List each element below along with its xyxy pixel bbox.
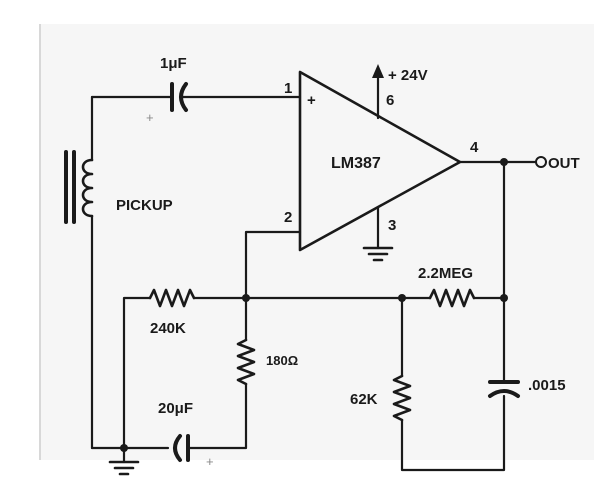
pin-4-label: 4 [470,139,479,156]
pin-6-label: 6 [386,92,394,109]
amplifier-plus-input-sign: + [307,92,316,109]
pin2-network [242,230,406,302]
capacitor-0015-value: .0015 [528,377,566,394]
pin2-wire [244,230,302,300]
pin3-ground [362,206,394,262]
resistor-240k-value: 240K [150,320,186,337]
coil-winding-icon [81,158,94,218]
capacitor-20uf: 20μF + [90,400,248,469]
input-capacitor: 1μF + [90,55,302,125]
resistor-2meg: 2.2MEG [400,265,508,308]
lm387-amplifier: LM387 + 1 2 3 4 6 [284,70,479,252]
capacitor-20uf-curved-plate [173,434,182,462]
capacitor-20uf-plus: + [206,454,214,469]
input-capacitor-value: 1μF [160,55,187,72]
pin-1-label: 1 [284,80,292,97]
output-network: OUT [458,155,580,300]
resistor-62k-icon [392,374,412,422]
pickup-label: PICKUP [116,197,173,214]
pin-3-label: 3 [388,217,396,234]
main-ground [108,446,140,476]
supply-label: + 24V [388,67,428,84]
output-terminal-icon [535,156,547,168]
supply-arrow-icon [372,64,384,78]
resistor-240k-icon [148,288,196,308]
output-label: OUT [548,155,580,172]
resistor-2meg-value: 2.2MEG [418,265,473,282]
supply-connection: + 24V [372,64,428,120]
pickup-coil: PICKUP [64,95,173,450]
amplifier-name: LM387 [331,155,381,172]
resistor-180-icon [236,338,256,386]
capacitor-0015-curved-plate [488,389,520,398]
resistor-240k: 240K [122,288,248,450]
pin-2-label: 2 [284,209,292,226]
resistor-62k-value: 62K [350,391,378,408]
resistor-2meg-icon [428,288,476,308]
240k-left-wire [122,296,152,450]
resistor-180-value: 180Ω [266,353,298,368]
amplifier-triangle [298,70,462,252]
20uf-right-wire [186,444,248,450]
capacitor-20uf-value: 20μF [158,400,193,417]
resistor-180: 180Ω [236,296,298,448]
input-capacitor-plus: + [146,110,154,125]
rc-filter: 62K .0015 [350,296,566,472]
rc-bottom-wire [400,394,506,472]
